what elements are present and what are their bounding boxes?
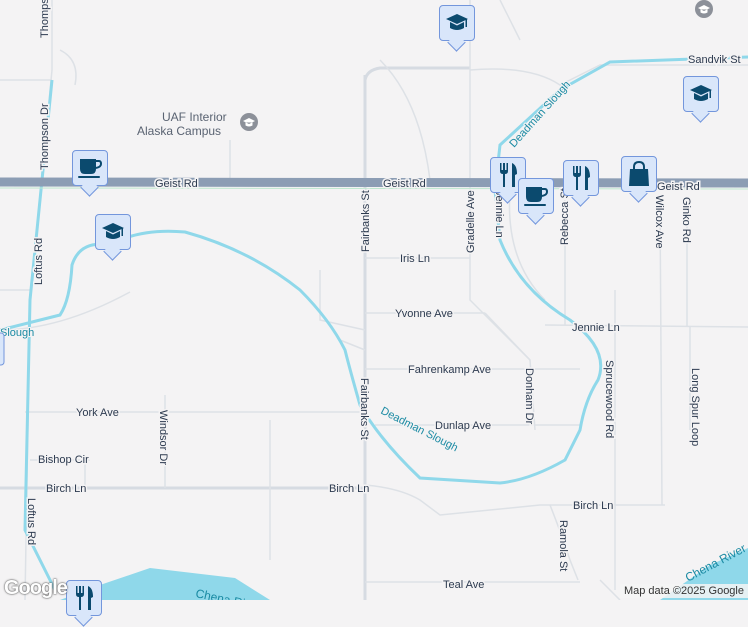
fork-knife-icon xyxy=(573,166,590,190)
school-icon[interactable] xyxy=(695,0,713,18)
label-fairbanks-st-north: Fairbanks St xyxy=(360,190,372,252)
marker-partial-left[interactable] xyxy=(0,332,5,366)
map-attribution[interactable]: Map data ©2025 Google xyxy=(619,584,748,598)
marker-school[interactable] xyxy=(439,5,475,41)
label-geist-rd-west: Geist Rd xyxy=(155,178,198,190)
label-birch-ln-west: Birch Ln xyxy=(46,483,86,495)
label-iris-ln: Iris Ln xyxy=(400,253,430,265)
label-geist-rd-east: Geist Rd xyxy=(657,181,700,193)
marker-cafe[interactable] xyxy=(518,178,554,214)
marker-restaurant[interactable] xyxy=(563,160,599,196)
label-rebecca-st: Rebecca St xyxy=(559,188,571,245)
label-yvonne-ave: Yvonne Ave xyxy=(395,308,453,320)
marker-shopping[interactable] xyxy=(621,156,657,192)
graduation-cap-icon xyxy=(102,223,124,239)
label-york-ave: York Ave xyxy=(76,407,119,419)
marker-school[interactable] xyxy=(95,214,131,250)
label-sandvik-st: Sandvik St xyxy=(688,54,741,66)
graduation-cap-icon xyxy=(446,14,468,30)
fork-knife-icon xyxy=(76,586,93,610)
label-ramola-st: Ramola St xyxy=(557,520,569,571)
marker-restaurant[interactable] xyxy=(66,580,102,616)
label-loftus-rd: Loftus Rd xyxy=(33,238,45,285)
label-thompson-dr: Thompson Dr xyxy=(39,103,51,170)
label-wilcox-ave: Wilcox Ave xyxy=(653,195,665,249)
label-sprucewood-rd: Sprucewood Rd xyxy=(603,360,615,438)
minor-streets xyxy=(0,0,748,600)
label-windsor-dr: Windsor Dr xyxy=(157,410,169,465)
marker-school[interactable] xyxy=(683,76,719,112)
label-jennie-ln-vertical: Jennie Ln xyxy=(493,190,505,238)
label-fahrenkamp-ave: Fahrenkamp Ave xyxy=(408,364,491,376)
map-canvas[interactable]: Thompson Dr Thompson Dr Loftus Rd Loftus… xyxy=(0,0,748,600)
label-bishop-cir: Bishop Cir xyxy=(38,454,89,466)
label-birch-ln-east: Birch Ln xyxy=(329,483,369,495)
label-thompson-dr-top: Thompson Dr xyxy=(39,0,51,38)
label-long-spur-loop: Long Spur Loop xyxy=(689,368,701,446)
label-loftus-rd-south: Loftus Rd xyxy=(25,498,37,545)
google-logo: Google xyxy=(4,577,68,599)
label-donham-dr: Donham Dr xyxy=(523,368,535,425)
coffee-cup-icon xyxy=(524,187,549,206)
label-birch-ln-far-east: Birch Ln xyxy=(573,500,613,512)
label-ginko-rd: Ginko Rd xyxy=(680,197,692,243)
slough-west-branch xyxy=(23,79,57,591)
label-deadman-slough-north: Deadman Slough xyxy=(507,79,573,150)
label-jennie-ln: Jennie Ln xyxy=(572,322,620,334)
fork-knife-icon xyxy=(500,163,517,187)
label-dunlap-ave: Dunlap Ave xyxy=(435,420,491,432)
graduation-cap-icon xyxy=(690,85,712,101)
label-deadman-slough-west: Slough xyxy=(0,327,34,339)
label-gradelle-ave: Gradelle Ave xyxy=(465,190,477,253)
marker-restaurant[interactable] xyxy=(490,157,526,193)
label-fairbanks-st-south: Fairbanks St xyxy=(358,378,370,440)
label-uaf-campus-1[interactable]: UAF Interior xyxy=(161,109,229,126)
shopping-bag-icon xyxy=(629,161,649,186)
chena-river xyxy=(60,568,270,600)
label-geist-rd-mid: Geist Rd xyxy=(383,178,426,190)
deadman-slough xyxy=(0,55,748,485)
marker-cafe[interactable] xyxy=(72,150,108,186)
label-teal-ave: Teal Ave xyxy=(443,579,484,591)
label-uaf-campus-2[interactable]: Alaska Campus xyxy=(136,123,223,140)
school-icon[interactable] xyxy=(240,113,258,131)
coffee-cup-icon xyxy=(78,159,103,178)
